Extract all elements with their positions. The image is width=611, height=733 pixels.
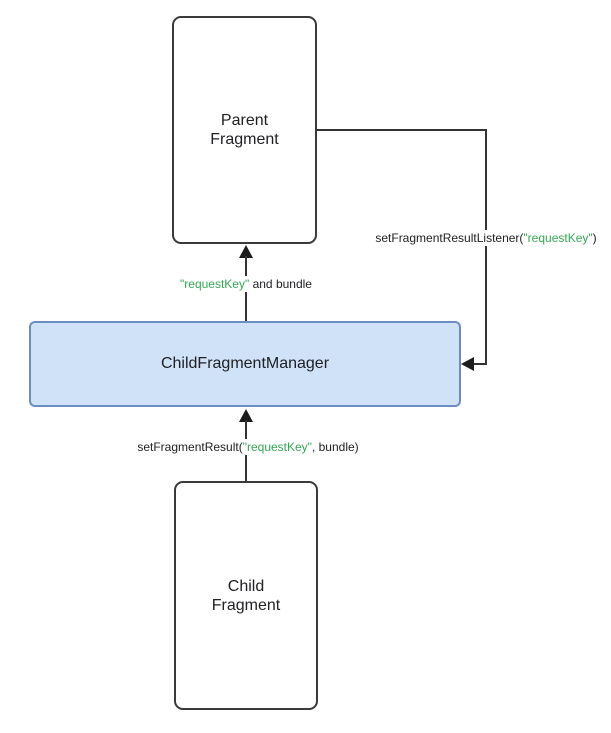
request-key-literal: "requestKey" [180, 277, 250, 291]
parent-fragment-node: Parent Fragment [172, 16, 317, 244]
edge-label-requestkey-and-bundle: "requestKey" and bundle [177, 276, 315, 292]
request-key-literal: "requestKey" [242, 440, 312, 454]
edge-label-set-fragment-result: setFragmentResult("requestKey", bundle) [134, 439, 362, 455]
child-fragment-label: Child Fragment [211, 577, 281, 614]
arrow-up-to-parent-icon [239, 245, 253, 258]
listener-edge-top-segment [317, 129, 487, 131]
label-suffix: and bundle [249, 277, 312, 291]
label-prefix: setFragmentResult( [137, 440, 243, 454]
label-prefix: setFragmentResultListener( [375, 231, 524, 245]
label-suffix: ) [592, 231, 597, 245]
child-fragment-manager-label: ChildFragmentManager [160, 355, 330, 372]
arrow-up-to-cfm-icon [239, 409, 253, 422]
child-fragment-node: Child Fragment [174, 481, 318, 710]
listener-edge-vertical-segment [485, 129, 487, 365]
parent-fragment-label: Parent Fragment [210, 112, 279, 148]
listener-edge-bottom-segment [472, 363, 487, 365]
label-suffix: , bundle) [311, 440, 359, 454]
child-fragment-manager-node: ChildFragmentManager [29, 321, 461, 407]
request-key-literal: "requestKey" [523, 231, 593, 245]
arrow-left-to-cfm-icon [461, 357, 474, 371]
edge-label-set-fragment-result-listener: setFragmentResultListener("requestKey") [372, 230, 600, 246]
